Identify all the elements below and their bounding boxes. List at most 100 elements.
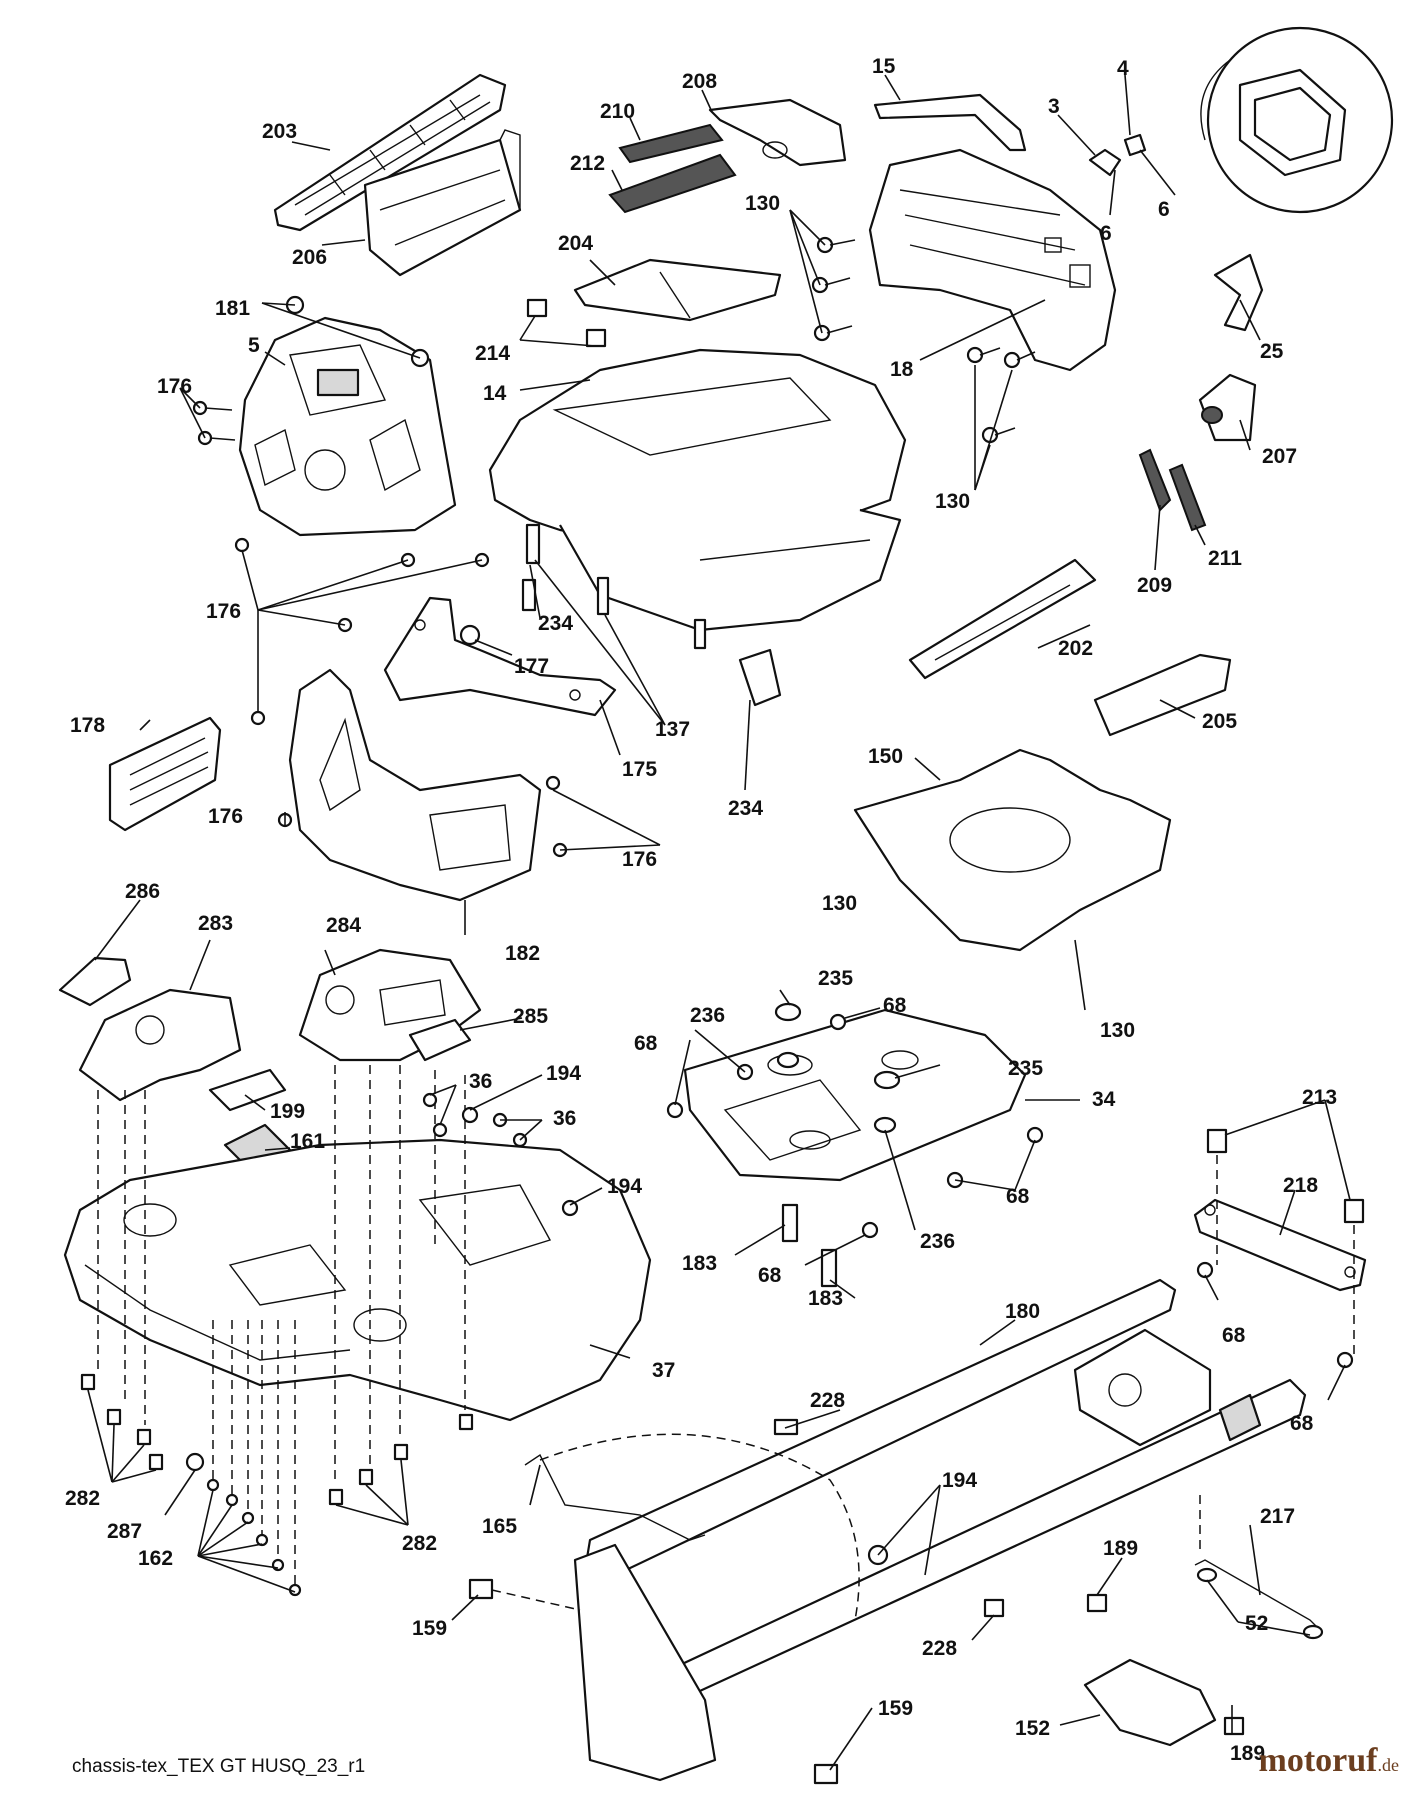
callout-176-mid: 176 [206, 600, 241, 623]
part-283-fender-cover [78, 988, 242, 1102]
callout-177: 177 [514, 655, 549, 678]
callout-130-mid: 130 [822, 892, 857, 915]
callout-161: 161 [290, 1130, 325, 1153]
callout-287: 287 [107, 1520, 142, 1543]
callout-180: 180 [1005, 1300, 1040, 1323]
callout-210: 210 [600, 100, 635, 123]
part-287-knob [185, 1452, 205, 1472]
callout-36-upper: 36 [469, 1070, 492, 1093]
part-25-bracket [1213, 253, 1264, 332]
callout-176-right: 176 [622, 848, 657, 871]
callout-176-lower: 176 [208, 805, 243, 828]
callout-4: 4 [1117, 57, 1129, 80]
callout-137: 137 [655, 718, 690, 741]
callout-209: 209 [1137, 574, 1172, 597]
diagram-caption: chassis-tex_TEX GT HUSQ_23_r1 [72, 1756, 366, 1777]
part-205-cover [1093, 653, 1232, 737]
callout-235-lower: 235 [1008, 1057, 1043, 1080]
part-228-studs [773, 1418, 1005, 1618]
callout-189-lower: 189 [1230, 1742, 1265, 1765]
callout-203: 203 [262, 120, 297, 143]
part-285-cup [408, 1018, 472, 1062]
part-15-trim-strip [873, 93, 1027, 152]
callout-212: 212 [570, 152, 605, 175]
callout-207: 207 [1262, 445, 1297, 468]
part-150-deck-cover [853, 748, 1172, 952]
part-34-mounting-plate [683, 1008, 1027, 1182]
callout-5: 5 [248, 334, 260, 357]
callout-159-left: 159 [412, 1617, 447, 1640]
callout-68-mid: 68 [758, 1264, 782, 1287]
callout-194-upper: 194 [546, 1062, 581, 1085]
part-37-fender [63, 1138, 652, 1422]
callout-130-top: 130 [745, 192, 780, 215]
callout-labels: 203 206 210 212 208 15 3 4 6 6 130 204 1… [65, 55, 1337, 1765]
callout-68-top: 68 [883, 994, 907, 1017]
callout-175: 175 [622, 758, 657, 781]
part-182-lower-dash [288, 668, 542, 902]
callout-236-lower: 236 [920, 1230, 955, 1253]
part-202-grille [908, 558, 1097, 680]
callout-217: 217 [1260, 1505, 1295, 1528]
callout-176-left: 176 [157, 375, 192, 398]
callout-228-upper: 228 [810, 1389, 845, 1412]
callout-206: 206 [292, 246, 327, 269]
callout-202: 202 [1058, 637, 1093, 660]
part-175-bracket [383, 596, 617, 717]
callout-234-lower: 234 [728, 797, 763, 820]
callout-68-left: 68 [634, 1032, 658, 1055]
callout-165: 165 [482, 1515, 517, 1538]
callout-208: 208 [682, 70, 717, 93]
callout-194-mid: 194 [607, 1175, 642, 1198]
callout-218: 218 [1283, 1174, 1318, 1197]
part-282-clips [80, 1373, 474, 1506]
callout-183-upper: 183 [682, 1252, 717, 1275]
callout-130-lower: 130 [1100, 1019, 1135, 1042]
dashed-lines-218 [1216, 1155, 1355, 1355]
part-199-clip [208, 1068, 287, 1112]
callout-14: 14 [483, 382, 507, 405]
part-203-front-grille [273, 73, 507, 232]
callout-214: 214 [475, 342, 510, 365]
dashed-lines-fender [97, 1065, 466, 1585]
callout-236-upper: 236 [690, 1004, 725, 1027]
part-208-hood-trim [708, 98, 847, 167]
callout-68-right: 68 [1006, 1185, 1030, 1208]
callout-181: 181 [215, 297, 250, 320]
part-178-vent-panel [108, 716, 222, 832]
callout-211: 211 [1208, 547, 1242, 570]
callout-34: 34 [1092, 1088, 1116, 1111]
callout-183-lower: 183 [808, 1287, 843, 1310]
callout-284: 284 [326, 914, 361, 937]
watermark-tld: .de [1377, 1755, 1400, 1775]
callout-282-right: 282 [402, 1532, 437, 1555]
part-211-grille [1168, 463, 1207, 532]
part-204-hood-cover [573, 258, 782, 322]
part-214-clips [526, 298, 607, 348]
part-3-grommet [1088, 148, 1122, 177]
callout-36-lower: 36 [553, 1107, 576, 1130]
callout-204: 204 [558, 232, 593, 255]
callout-52: 52 [1245, 1612, 1268, 1635]
callout-68-lower: 68 [1290, 1412, 1314, 1435]
callout-162: 162 [138, 1547, 173, 1570]
detail-circle [1200, 26, 1394, 214]
part-207-headlight [1198, 373, 1257, 442]
callout-178: 178 [70, 714, 105, 737]
callout-68-bracket: 68 [1222, 1324, 1246, 1347]
part-212-screen [608, 153, 737, 214]
part-286-cup-holder [58, 956, 132, 1007]
part-183-bolts [781, 1203, 838, 1288]
part-162-screws [206, 1478, 302, 1597]
part-210-screen [618, 123, 724, 164]
part-206-grille-bracket [363, 129, 522, 277]
callout-235-upper: 235 [818, 967, 853, 990]
callout-3: 3 [1048, 95, 1060, 118]
callout-228-lower: 228 [922, 1637, 957, 1660]
part-165-rod [524, 1433, 860, 1621]
callout-37: 37 [652, 1359, 675, 1382]
watermark-logo: motoruf.de [1259, 1742, 1399, 1780]
callout-6-right: 6 [1158, 198, 1170, 221]
part-18-front-nose [868, 148, 1117, 372]
